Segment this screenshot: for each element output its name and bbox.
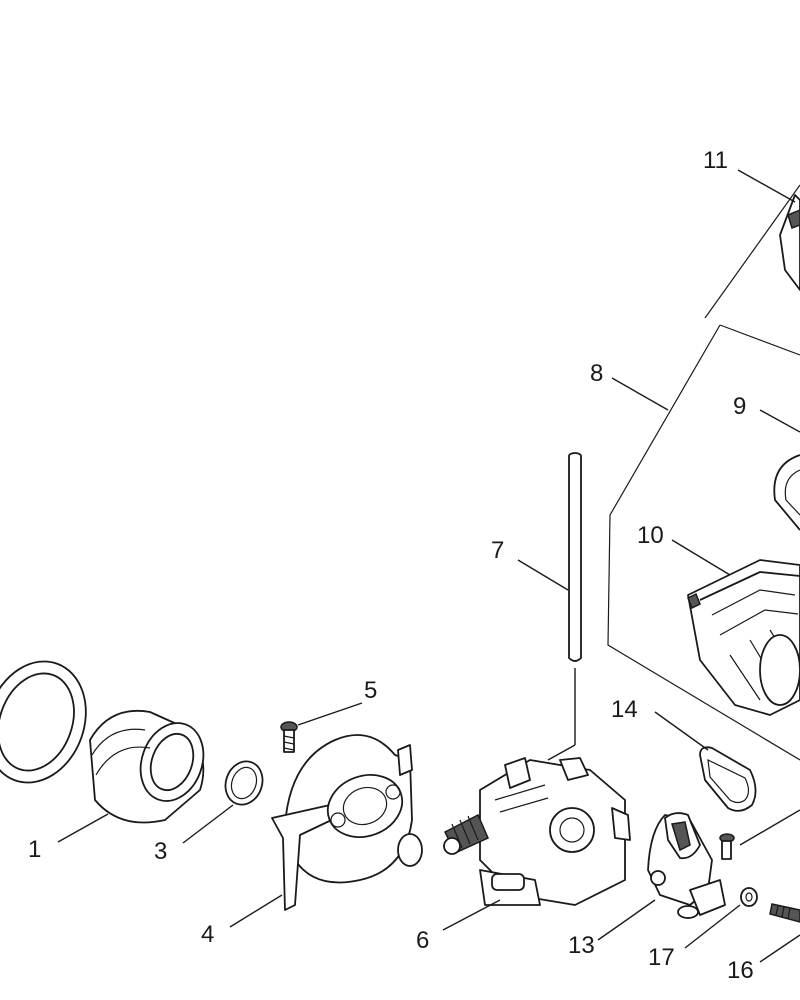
part-11-filter-cover xyxy=(779,194,800,291)
label-part-16: 16 xyxy=(727,957,754,984)
label-part-17: 17 xyxy=(648,944,675,971)
part-13-valve-body xyxy=(647,812,726,919)
part-1-intake-boot xyxy=(0,660,205,824)
part-10-filter-housing xyxy=(687,559,800,716)
part-12-screw xyxy=(719,833,735,860)
part-14-gasket xyxy=(699,746,757,812)
part-5-screw xyxy=(280,721,298,753)
leader-lines xyxy=(57,169,800,963)
part-17-washer xyxy=(740,887,758,907)
label-part-9: 9 xyxy=(733,393,746,420)
part-7-rod xyxy=(547,452,582,761)
label-part-1: 1 xyxy=(28,836,41,863)
part-3-o-ring xyxy=(224,760,264,806)
label-part-8: 8 xyxy=(590,360,603,387)
label-part-14: 14 xyxy=(611,696,638,723)
assembly-frame-lines xyxy=(607,184,800,761)
label-part-7: 7 xyxy=(491,537,504,564)
part-labels: 1 3 4 5 6 7 8 9 10 11 13 14 17 16 xyxy=(28,147,754,984)
label-part-13: 13 xyxy=(568,932,595,959)
label-part-11: 11 xyxy=(703,147,728,174)
label-part-5: 5 xyxy=(364,677,377,704)
label-part-10: 10 xyxy=(637,522,664,549)
part-9-filter xyxy=(773,454,800,531)
part-16-bolt xyxy=(769,903,800,923)
label-part-3: 3 xyxy=(154,838,167,865)
part-4-carburetor-adapter xyxy=(271,734,423,911)
label-part-4: 4 xyxy=(201,921,214,948)
part-6-carburetor xyxy=(443,757,631,906)
label-part-6: 6 xyxy=(416,927,429,954)
